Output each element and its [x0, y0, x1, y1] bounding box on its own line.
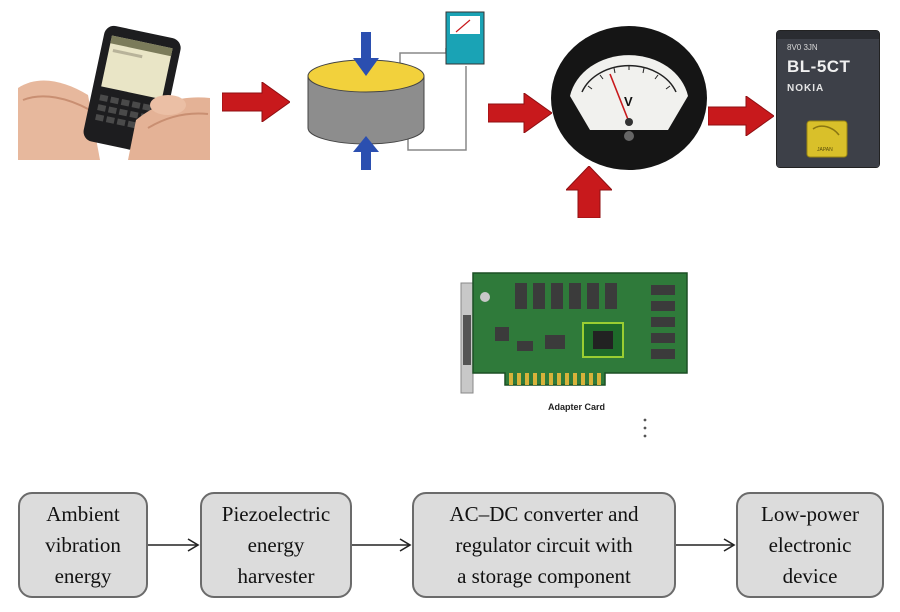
battery-brand: NOKIA: [787, 83, 825, 94]
flow-box-ambient-vibration: Ambient vibration energy: [18, 492, 148, 598]
battery-image: 8V0 3JN BL-5CT NOKIA JAPAN: [776, 30, 880, 168]
flow-box-low-power-device: Low-power electronic device: [736, 492, 884, 598]
flow-arrow-1: [222, 82, 290, 122]
voltmeter-icon: V: [551, 26, 707, 170]
flow-box-piezo-harvester: Piezoelectric energy harvester: [200, 492, 352, 598]
battery-graphic: [777, 31, 879, 167]
flow-box-label: Low-power electronic device: [761, 501, 859, 588]
flow-box-label: AC–DC converter and regulator circuit wi…: [449, 501, 639, 588]
battery-model: BL-5CT: [787, 57, 851, 76]
dotted-connector: [643, 418, 647, 438]
flow-arrow-2: [488, 93, 552, 133]
flow-box-label: Ambient vibration energy: [45, 501, 121, 588]
battery-top-text: 8V0 3JN: [787, 43, 818, 52]
flow-box-label: Piezoelectric energy harvester: [221, 501, 331, 588]
flow-arrow-3: [708, 96, 774, 136]
adapter-card-photo: [455, 265, 693, 395]
battery-chip-text: JAPAN: [817, 147, 833, 153]
piezo-disc-icon: [307, 11, 485, 170]
meter-unit: V: [624, 94, 633, 109]
smartphone-in-hands-image: [18, 20, 210, 160]
block-arrows: [148, 538, 736, 552]
flow-box-acdc-converter: AC–DC converter and regulator circuit wi…: [412, 492, 676, 598]
adapter-card-caption: Adapter Card: [548, 402, 606, 412]
flow-arrow-up: [566, 166, 612, 218]
